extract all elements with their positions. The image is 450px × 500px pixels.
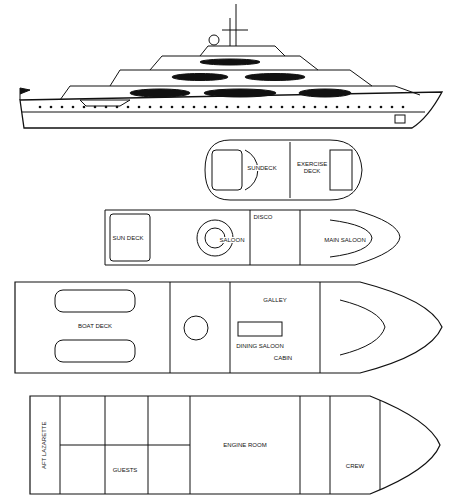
room-label: BOAT DECK [77,323,113,330]
room-label: GALLEY [262,297,287,304]
room-label: SUNDECK [246,165,277,172]
room-label: GUESTS [112,467,139,474]
lower-deck-plan [30,396,440,494]
room-label: DISCO [252,214,273,221]
room-label: ENGINE ROOM [222,442,267,449]
sundeck-plan [205,140,362,200]
room-label: CREW [345,463,365,470]
side-profile [20,4,442,128]
bridge-deck-plan [105,210,400,265]
room-label: EXERCISE DECK [296,161,328,174]
room-label: MAIN SALOON [323,237,367,244]
room-label: AFT LAZARETTE [42,420,49,470]
room-label: CABIN [273,355,293,362]
room-label: SUN DECK [111,235,144,242]
room-label: SALOON [218,237,245,244]
main-deck-plan [15,282,442,373]
room-label: DINING SALOON [235,343,285,350]
